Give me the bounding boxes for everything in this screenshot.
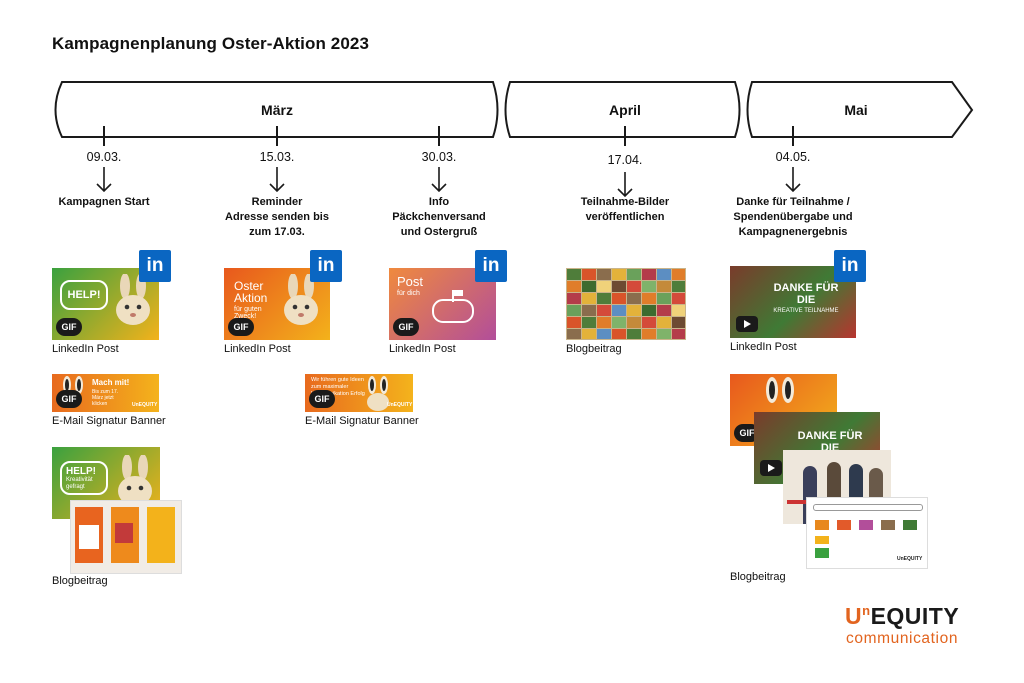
play-icon: [760, 460, 782, 476]
timeline-segment-april: [504, 81, 741, 138]
caption: LinkedIn Post: [224, 343, 291, 355]
linkedin-icon: in: [475, 250, 507, 282]
email-banner-thumbnail: GIF Mach mit! Bis zum 17. März jetzt kli…: [52, 374, 159, 412]
speech-bubble: HELP!Kreativität gefragt: [60, 461, 108, 495]
bunny-icon: [766, 377, 794, 403]
caption: LinkedIn Post: [389, 343, 456, 355]
blog-timeline-thumbnail: UnEQUITY: [806, 497, 928, 569]
bunny-icon: [367, 376, 389, 411]
linkedin-icon: in: [310, 250, 342, 282]
photo-grid: [566, 268, 686, 340]
speech-bubble: HELP!: [60, 280, 108, 310]
gif-badge: GIF: [56, 390, 82, 408]
company-logo: UnEQUITY: [845, 603, 960, 629]
gif-badge: GIF: [56, 318, 82, 336]
event-date: 15.03.: [259, 150, 295, 164]
email-banner-thumbnail: Wir führen gute Ideen zum maximaler Komm…: [305, 374, 413, 412]
gif-badge: GIF: [228, 318, 254, 336]
blog-screenshot-thumbnail: [70, 500, 182, 574]
caption: E-Mail Signatur Banner: [305, 415, 419, 427]
bunny-icon: [118, 455, 152, 506]
caption: Blogbeitrag: [52, 575, 108, 587]
caption: LinkedIn Post: [52, 343, 119, 355]
gif-badge: GIF: [309, 390, 335, 408]
month-label-mai: Mai: [844, 102, 868, 118]
company-logo-subtitle: communication: [846, 630, 959, 647]
event-date: 09.03.: [86, 150, 122, 164]
play-icon: [736, 316, 758, 332]
timeline-segment-mai: [746, 81, 974, 138]
page-title: Kampagnenplanung Oster-Aktion 2023: [52, 34, 370, 53]
mailbox-icon: [432, 290, 474, 323]
linkedin-post-thumbnail: DANKE FÜR DIE KREATIVE TEILNAHME: [730, 266, 856, 338]
gif-badge: GIF: [734, 424, 760, 442]
bunny-icon: [63, 376, 83, 394]
linkedin-post-thumbnail: Oster Aktion für guten Zweck! GIF: [224, 268, 330, 340]
caption: LinkedIn Post: [730, 341, 797, 353]
caption: E-Mail Signatur Banner: [52, 415, 166, 427]
month-label-maerz: März: [261, 102, 293, 118]
bunny-icon: [284, 274, 318, 325]
event-date: 04.05.: [775, 150, 811, 164]
event-label: Kampagnen Start: [58, 196, 150, 208]
timeline-segment-maerz: [54, 81, 499, 138]
gif-badge: GIF: [393, 318, 419, 336]
linkedin-post-thumbnail: Post für dich GIF: [389, 268, 496, 340]
event-date: 17.04.: [607, 153, 643, 167]
bunny-icon: [116, 274, 150, 325]
month-label-april: April: [609, 102, 641, 118]
blog-thumbnail-photo-grid: [566, 268, 686, 340]
event-date: 30.03.: [421, 150, 457, 164]
event-label: Danke für Teilnahme /Spendenübergabe und…: [733, 196, 853, 238]
linkedin-icon: in: [139, 250, 171, 282]
caption: Blogbeitrag: [730, 571, 786, 583]
linkedin-icon: in: [834, 250, 866, 282]
caption: Blogbeitrag: [566, 343, 622, 355]
